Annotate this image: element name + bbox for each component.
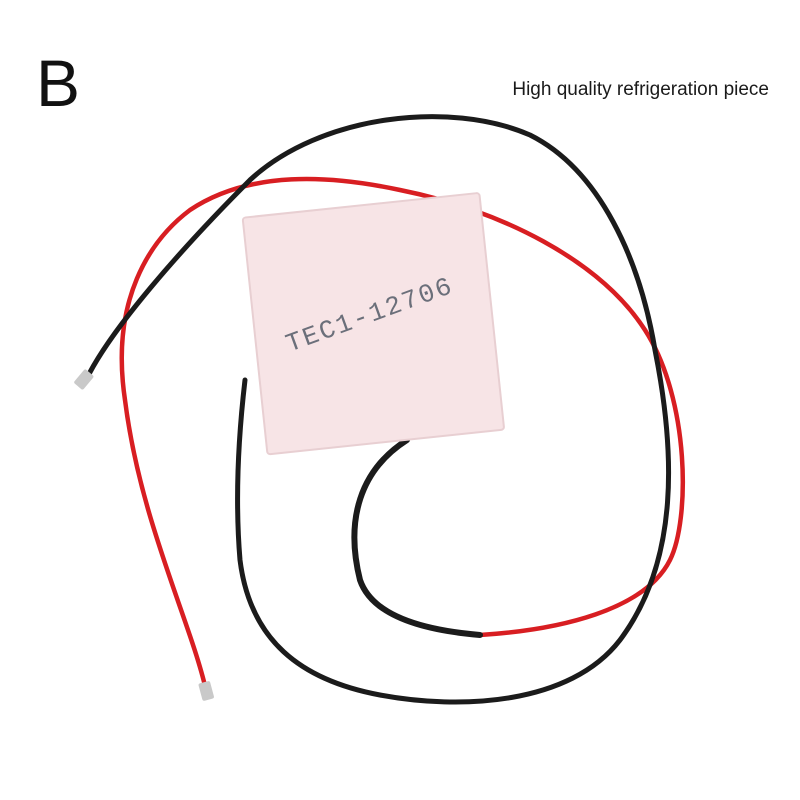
product-caption: High quality refrigeration piece <box>512 79 769 100</box>
black-lead <box>351 437 483 638</box>
module-ceramic <box>241 192 505 456</box>
red-wire-tip <box>198 681 214 701</box>
variant-letter: B <box>36 46 81 120</box>
peltier-module: TEC1-12706 <box>241 192 505 456</box>
red-wire <box>119 176 685 693</box>
black-wire-tip <box>74 369 94 390</box>
black-wire <box>83 114 672 705</box>
